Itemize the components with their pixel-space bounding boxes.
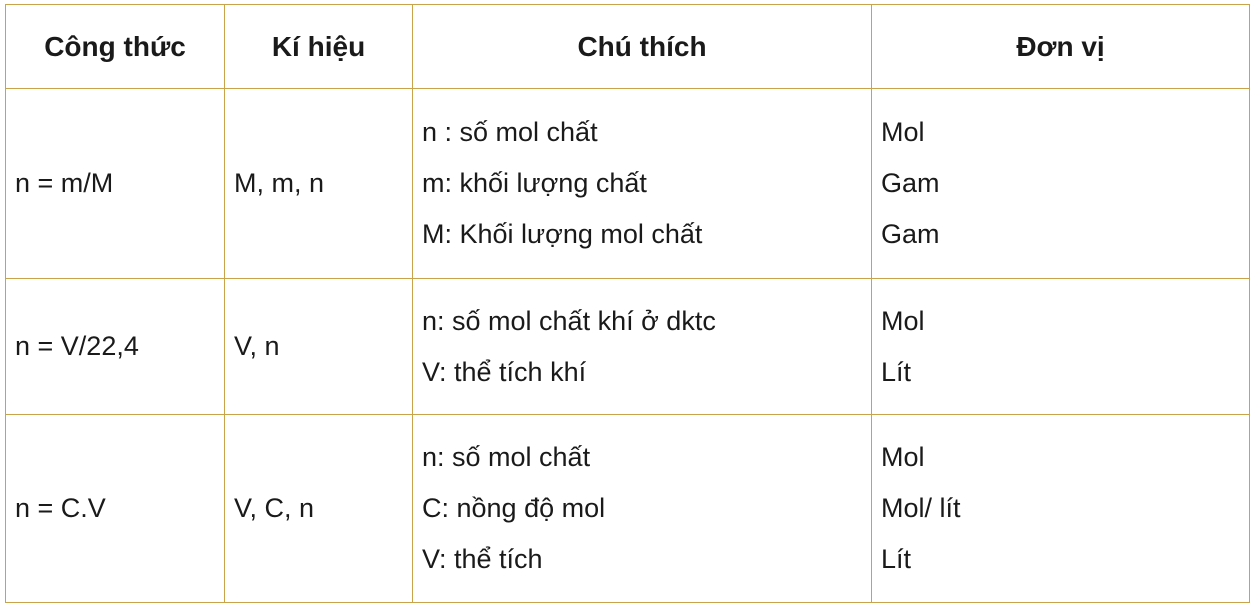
formula-cell: n = C.V (5, 414, 225, 603)
symbols-cell: V, C, n (224, 414, 413, 603)
symbols-cell: M, m, n (224, 88, 413, 279)
formula-cell: n = m/M (5, 88, 225, 279)
notes-cell: n: số mol chất khí ở dktc V: thể tích kh… (412, 278, 872, 415)
unit-line: Gam (881, 168, 940, 198)
note-line: C: nồng độ mol (422, 493, 606, 523)
table-row: n = C.V V, C, n n: số mol chất C: nồng đ… (5, 414, 1250, 603)
notes-cell: n: số mol chất C: nồng độ mol V: thể tíc… (412, 414, 872, 603)
unit-line: Mol (881, 117, 925, 147)
unit-line: Lít (881, 356, 912, 387)
note-line: n : số mol chất (422, 117, 598, 147)
note-line: M: Khối lượng mol chất (422, 219, 703, 249)
table-row: n = V/22,4 V, n n: số mol chất khí ở dkt… (5, 278, 1250, 415)
unit-line: Lít (881, 544, 912, 574)
note-line: V: thể tích khí (422, 356, 587, 387)
unit-line: Gam (881, 219, 940, 249)
header-symbols: Kí hiệu (224, 4, 413, 89)
header-notes: Chú thích (412, 4, 872, 89)
formula-table: Công thức Kí hiệu Chú thích Đơn vị n = m… (5, 4, 1250, 603)
note-line: n: số mol chất khí ở dktc (422, 305, 716, 336)
note-line: n: số mol chất (422, 442, 591, 472)
unit-line: Mol (881, 442, 925, 472)
units-cell: Mol Mol/ lít Lít (871, 414, 1250, 603)
note-line: V: thể tích (422, 544, 543, 574)
header-units: Đơn vị (871, 4, 1250, 89)
table-row: n = m/M M, m, n n : số mol chất m: khối … (5, 88, 1250, 279)
header-formula: Công thức (5, 4, 225, 89)
unit-line: Mol (881, 305, 925, 336)
units-cell: Mol Gam Gam (871, 88, 1250, 279)
unit-line: Mol/ lít (881, 493, 961, 523)
note-line: m: khối lượng chất (422, 168, 647, 198)
table-header-row: Công thức Kí hiệu Chú thích Đơn vị (5, 4, 1250, 89)
symbols-cell: V, n (224, 278, 413, 415)
formula-cell: n = V/22,4 (5, 278, 225, 415)
notes-cell: n : số mol chất m: khối lượng chất M: Kh… (412, 88, 872, 279)
units-cell: Mol Lít (871, 278, 1250, 415)
